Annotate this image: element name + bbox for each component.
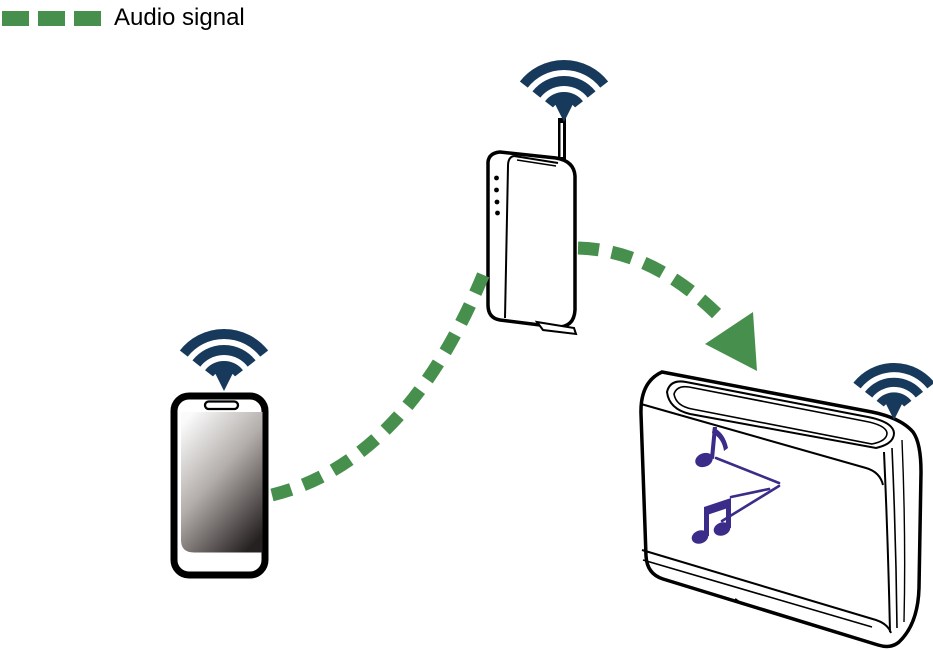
- speaker-base-seam: [642, 559, 873, 628]
- sound-line: [729, 487, 771, 499]
- smartphone: [170, 334, 265, 579]
- smartphone-screen: [181, 412, 263, 553]
- speaker-top-rim-inner: [673, 385, 888, 445]
- router-top-edge: [516, 159, 557, 167]
- network-speaker: [639, 368, 931, 649]
- audio-signal-connections: [270, 241, 757, 502]
- speaker-right-seam: [883, 451, 891, 633]
- sound-line: [714, 456, 781, 485]
- wireless-router: [486, 65, 604, 336]
- music-notes-icon: [691, 427, 781, 544]
- wifi-icon: [184, 334, 264, 391]
- wifi-icon: [524, 65, 604, 122]
- speaker-side-line: [901, 439, 906, 623]
- speaker-base-seam: [641, 549, 892, 634]
- speaker-top-rim-outer: [665, 380, 896, 450]
- router-front-edge: [504, 155, 515, 319]
- legend-dash-icon: [74, 10, 101, 26]
- legend-dash-icon: [38, 10, 65, 26]
- smartphone-earpiece: [203, 400, 240, 411]
- speaker-body: [639, 370, 923, 649]
- legend-label: Audio signal: [114, 4, 245, 31]
- speaker-base-notch: [734, 598, 743, 605]
- signal-router-to-speaker: [577, 241, 723, 320]
- speaker-right-seam: [891, 447, 898, 629]
- router-body: [486, 150, 577, 329]
- router-led-lights: [494, 175, 500, 216]
- legend: Audio signal: [2, 4, 245, 32]
- signal-arrowhead: [705, 312, 757, 371]
- legend-dash-icon: [2, 10, 29, 26]
- speaker-front-top-seam: [640, 403, 884, 486]
- router-stand: [534, 320, 578, 336]
- router-antenna-highlight: [560, 123, 563, 157]
- signal-phone-to-router: [270, 260, 495, 502]
- router-top-edge: [513, 155, 559, 164]
- sound-line: [720, 484, 781, 523]
